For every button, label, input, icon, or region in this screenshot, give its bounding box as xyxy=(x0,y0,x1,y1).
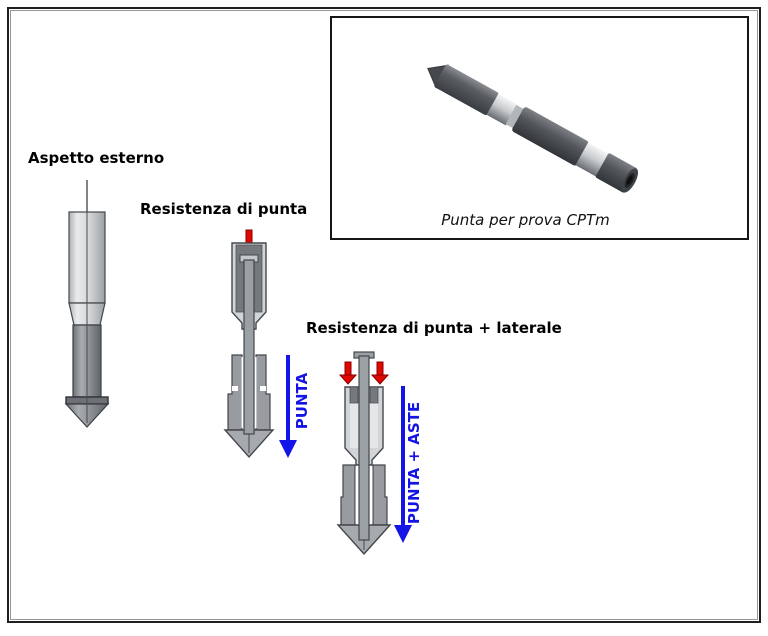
label-aspetto-esterno: Aspetto esterno xyxy=(28,149,165,167)
render-middle-body xyxy=(512,107,589,166)
probe-section-tip-lateral xyxy=(336,351,392,556)
probe-render xyxy=(427,64,639,193)
punta-label: PUNTA xyxy=(293,372,311,430)
lower-sleeve-left xyxy=(227,354,243,431)
inner-rod xyxy=(358,355,370,541)
lateral-force-arrow-left xyxy=(338,361,358,385)
probe-section-tip xyxy=(223,229,275,459)
label-resistenza-punta-laterale: Resistenza di punta + laterale xyxy=(306,319,562,337)
inner-rod xyxy=(243,259,255,435)
label-resistenza-di-punta: Resistenza di punta xyxy=(140,200,308,218)
cpt-probe-photo xyxy=(427,64,639,193)
slot-gap-right xyxy=(254,357,257,428)
step-notch-right xyxy=(260,386,266,391)
photo-caption: Punta per prova CPTm xyxy=(441,211,610,229)
slot-gap-right xyxy=(370,467,373,522)
lateral-force-arrow-right xyxy=(370,361,390,385)
page-frame xyxy=(7,7,761,623)
contact-block-right xyxy=(369,386,379,404)
probe-external-view xyxy=(64,180,110,428)
slot-gap-left xyxy=(355,467,358,522)
lower-sleeve-left xyxy=(340,464,356,526)
slot-gap-left xyxy=(241,357,244,428)
contact-block-left xyxy=(349,386,359,404)
lower-sleeve-right xyxy=(372,464,388,526)
photo-box: Punta per prova CPTm xyxy=(330,16,749,240)
lower-sleeve-right xyxy=(255,354,271,431)
render-connector xyxy=(505,104,525,129)
page-frame-inner-line xyxy=(10,10,758,620)
render-tip-body xyxy=(434,64,499,116)
step-notch-left xyxy=(232,386,238,391)
punta-aste-label: PUNTA + ASTE xyxy=(405,401,423,525)
render-thread-hole-inner xyxy=(626,175,633,185)
